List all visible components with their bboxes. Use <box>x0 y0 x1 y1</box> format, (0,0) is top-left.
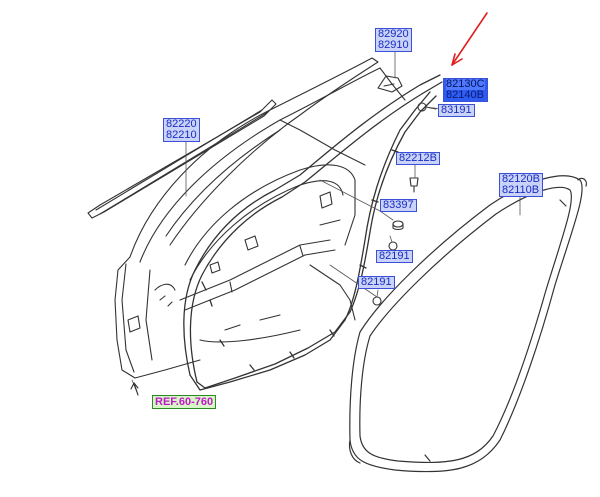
ref-arrow <box>130 382 139 396</box>
label-door-trim-upper[interactable]: 82920 82910 <box>375 28 412 52</box>
pointer-arrow <box>451 12 488 66</box>
label-clip-upper[interactable]: 83191 <box>438 104 475 117</box>
label-fastener[interactable]: 82212B <box>396 152 440 165</box>
reference-label[interactable]: REF.60-760 <box>152 395 217 409</box>
clip-82191-low <box>372 296 382 306</box>
belt-molding-strip <box>87 99 277 219</box>
label-plug[interactable]: 83397 <box>380 199 417 212</box>
fastener-82212b <box>409 177 419 193</box>
label-clip-mid[interactable]: 82191 <box>376 250 413 263</box>
door-weatherstrip <box>183 74 443 391</box>
door-frame <box>114 57 406 379</box>
upper-clip-part <box>377 75 403 93</box>
clip-82191-mid <box>388 241 398 251</box>
label-clip-lower[interactable]: 82191 <box>358 276 395 289</box>
label-body-seal[interactable]: 82120B 82110B <box>499 173 543 197</box>
body-weatherstrip <box>348 175 587 473</box>
plug-83397 <box>392 220 404 231</box>
label-door-seal-highlighted[interactable]: 82130C 82140B <box>443 78 488 102</box>
door-inner-panel <box>179 164 356 343</box>
label-belt-molding[interactable]: 82220 82210 <box>163 118 200 142</box>
